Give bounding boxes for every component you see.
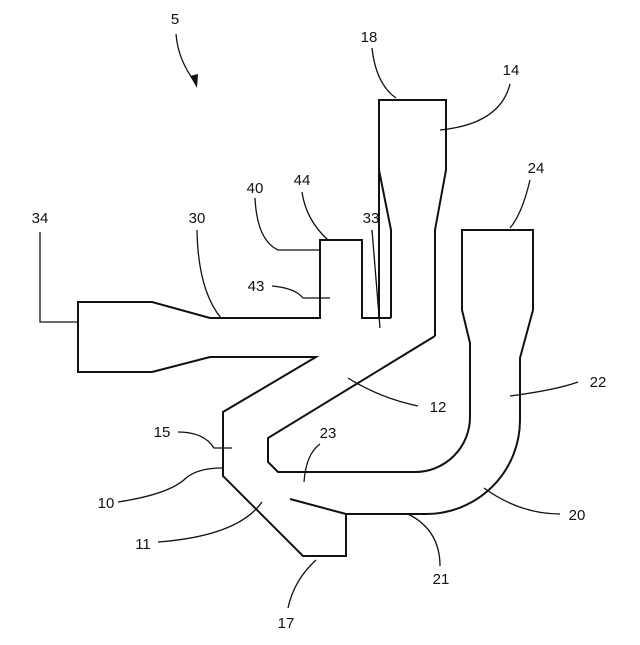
label-17: 17 — [278, 615, 295, 632]
main-body-lower-outline — [152, 357, 408, 556]
leader-23 — [304, 444, 320, 482]
label-44: 44 — [294, 172, 311, 189]
label-10: 10 — [98, 495, 115, 512]
label-22: 22 — [590, 374, 607, 391]
inner-baffle — [290, 499, 346, 514]
leader-17 — [288, 560, 316, 608]
leader-18 — [372, 48, 396, 98]
leader-21 — [408, 514, 440, 566]
leader-44 — [302, 192, 328, 240]
label-14: 14 — [503, 62, 520, 79]
leader-30 — [197, 230, 221, 318]
label-40: 40 — [247, 180, 264, 197]
label-43: 43 — [248, 278, 265, 295]
duct-30-upper-outline — [78, 240, 391, 372]
label-24: 24 — [528, 160, 545, 177]
leader-11 — [158, 502, 262, 542]
leader-43 — [272, 286, 330, 298]
label-12: 12 — [430, 399, 447, 416]
riser-and-bend-outline — [268, 230, 533, 514]
label-18: 18 — [361, 29, 378, 46]
label-33: 33 — [363, 210, 380, 227]
leader-14 — [440, 84, 510, 130]
label-21: 21 — [433, 571, 450, 588]
label-15: 15 — [154, 424, 171, 441]
label-34: 34 — [32, 210, 49, 227]
leader-10 — [118, 468, 222, 502]
label-23: 23 — [320, 425, 337, 442]
leader-34 — [40, 232, 78, 322]
figure-number: 5 — [171, 11, 179, 28]
leader-24 — [510, 180, 530, 228]
label-11: 11 — [135, 536, 151, 553]
leader-40 — [255, 198, 320, 250]
label-20: 20 — [569, 507, 586, 524]
leader-20 — [484, 488, 560, 514]
label-30: 30 — [189, 210, 206, 227]
figure-arrow-line — [176, 34, 195, 82]
chamber-14-inner-wall — [379, 170, 391, 318]
figure-arrow-head — [190, 74, 198, 88]
